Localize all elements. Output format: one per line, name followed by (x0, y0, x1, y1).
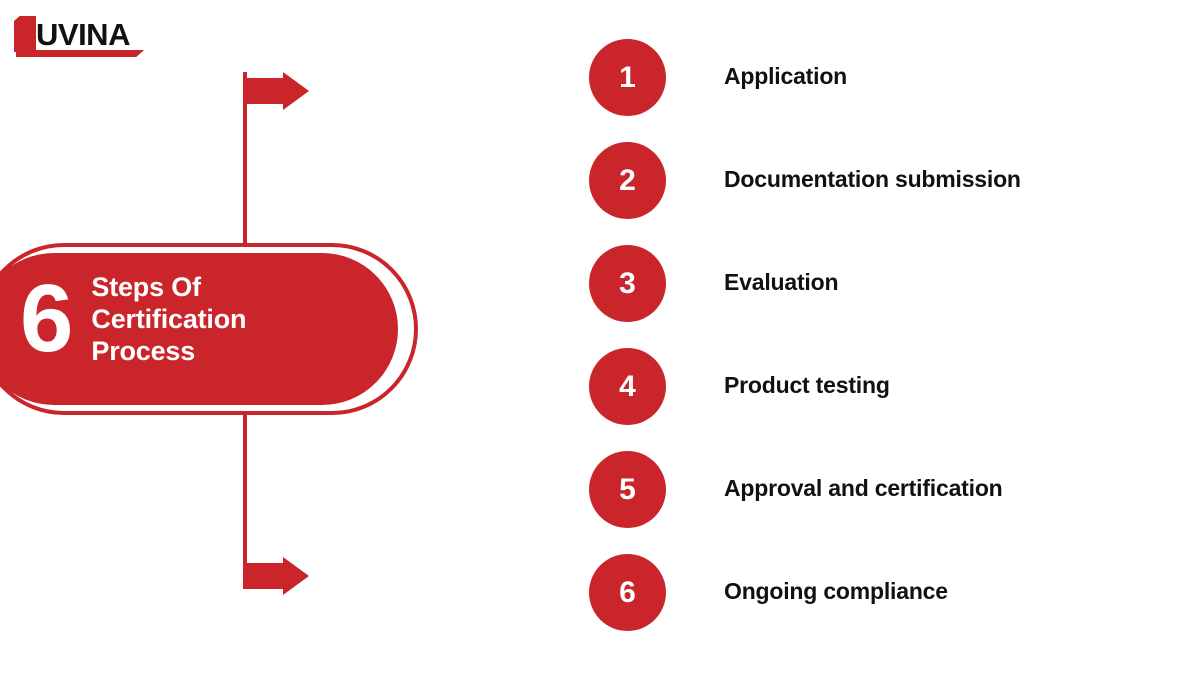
step-number-1: 1 (619, 60, 636, 94)
step-number-2: 2 (619, 163, 636, 197)
step-item-5[interactable]: 5 Approval and certification (589, 451, 1169, 554)
step-circle-4: 4 (589, 348, 666, 425)
arrow-right-top-icon (243, 72, 309, 110)
step-item-6[interactable]: 6 Ongoing compliance (589, 554, 1169, 657)
step-number-5: 5 (619, 472, 636, 506)
step-number-3: 3 (619, 266, 636, 300)
step-circle-1: 1 (589, 39, 666, 116)
step-number-4: 4 (619, 369, 636, 403)
badge-inner-pill (0, 253, 398, 405)
step-label-1: Application (724, 63, 848, 89)
arrow-top-shaft (243, 78, 287, 104)
badge-title: Steps Of Certification Process (91, 271, 246, 367)
badge-number: 6 (20, 265, 73, 372)
logo-wordmark: UVINA (36, 17, 130, 52)
steps-list: 1 Application 2 Documentation submission… (589, 39, 1169, 657)
step-label-5: Approval and certification (724, 475, 1003, 501)
step-label-4: Product testing (724, 372, 890, 398)
step-item-2[interactable]: 2 Documentation submission (589, 142, 1169, 245)
step-number-6: 6 (619, 575, 636, 609)
step-label-2: Documentation submission (724, 166, 1021, 192)
badge-title-line-2: Certification (91, 304, 247, 334)
step-item-3[interactable]: 3 Evaluation (589, 245, 1169, 348)
step-circle-5: 5 (589, 451, 666, 528)
arrow-right-bottom-icon (243, 557, 309, 595)
step-label-6: Ongoing compliance (724, 578, 948, 604)
step-circle-2: 2 (589, 142, 666, 219)
step-label-3: Evaluation (724, 269, 839, 295)
step-item-4[interactable]: 4 Product testing (589, 348, 1169, 451)
luvina-logo: UVINA (14, 14, 194, 62)
arrow-bottom-head (283, 557, 309, 595)
arrow-top-head (283, 72, 309, 110)
step-circle-6: 6 (589, 554, 666, 631)
main-title-badge: 6 Steps Of Certification Process (0, 243, 418, 415)
badge-title-line-1: Steps Of (91, 272, 201, 302)
logo-l-mark-icon (14, 16, 36, 52)
step-item-1[interactable]: 1 Application (589, 39, 1169, 142)
badge-content: 6 Steps Of Certification Process (20, 243, 247, 395)
arrow-bottom-shaft (243, 563, 287, 589)
step-circle-3: 3 (589, 245, 666, 322)
logo-underline-shape (16, 50, 144, 57)
badge-title-line-3: Process (91, 336, 196, 366)
